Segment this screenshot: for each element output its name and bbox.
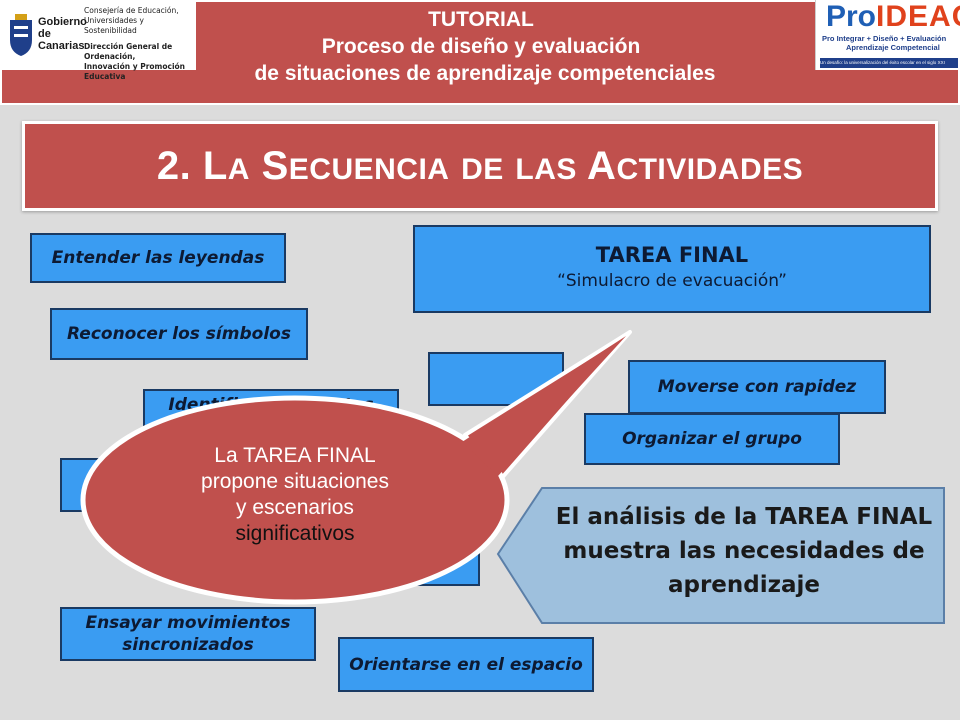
- callout-line-2: propone situaciones: [201, 470, 389, 493]
- logo-tagline-2: Aprendizaje Competencial: [846, 43, 940, 52]
- callout-line-1: La TAREA FINAL: [214, 444, 376, 467]
- analysis-line-1: El análisis de la TAREA FINAL: [555, 504, 933, 530]
- title-w5-rest: ctividades: [616, 152, 804, 186]
- activity-ensayar-movimientos: Ensayar movimientos sincronizados: [60, 607, 316, 661]
- section-title-box: 2. La Secuencia de las Actividades: [22, 121, 938, 211]
- title-w2-first: S: [261, 143, 289, 188]
- coat-of-arms-icon: [10, 14, 32, 56]
- dept-line-4: Innovación y Promoción Educativa: [84, 62, 186, 81]
- activity-blank-box: [428, 352, 564, 406]
- brand-name: Gobierno de Canarias: [38, 16, 87, 52]
- callout-text: La TAREA FINAL propone situaciones y esc…: [120, 443, 470, 547]
- header-title-3: de situaciones de aprendizaje competenci…: [254, 62, 716, 85]
- header-title-1: TUTORIAL: [428, 8, 534, 31]
- final-task-box: TAREA FINAL “Simulacro de evacuación”: [413, 225, 931, 313]
- final-task-subtitle: “Simulacro de evacuación”: [557, 271, 787, 291]
- dept-line-3: Dirección General de Ordenación,: [84, 42, 173, 61]
- activity-reconocer-simbolos: Reconocer los símbolos: [50, 308, 308, 360]
- title-w3: de: [461, 152, 504, 186]
- dept-line-2: Universidades y Sostenibilidad: [84, 16, 144, 35]
- title-w1-first: L: [202, 143, 228, 188]
- final-task-title: TAREA FINAL: [595, 243, 749, 267]
- activity-organizar-grupo: Organizar el grupo: [584, 413, 840, 465]
- title-w4: las: [515, 152, 577, 186]
- title-w5-first: A: [587, 143, 617, 188]
- activity-entender-leyendas: Entender las leyendas: [30, 233, 286, 283]
- logo-pro: Pro: [826, 0, 877, 33]
- proideac-logo: ProIDEAC Pro Integrar + Diseño + Evaluac…: [815, 0, 960, 70]
- analysis-text: El análisis de la TAREA FINAL muestra la…: [544, 500, 944, 602]
- analysis-arrow-shape: [496, 487, 945, 624]
- activity-orientarse-espacio: Orientarse en el espacio: [338, 637, 594, 692]
- logo-footer: Un desafío: la universalización del éxit…: [820, 60, 945, 65]
- callout-line-4: significativos: [235, 522, 355, 545]
- title-num: 2.: [156, 143, 192, 188]
- analysis-line-2: muestra las necesidades de: [563, 538, 925, 564]
- header-title-2: Proceso de diseño y evaluación: [321, 35, 641, 58]
- section-title: 2. La Secuencia de las Actividades: [157, 144, 803, 189]
- title-w1-rest: a: [227, 152, 250, 186]
- gobierno-canarias-logo: Gobierno de Canarias Consejería de Educa…: [0, 0, 196, 81]
- analysis-line-3: aprendizaje: [667, 572, 821, 598]
- dept-line-1: Consejería de Educación,: [84, 6, 179, 15]
- title-w2-rest: ecuencia: [288, 152, 450, 186]
- callout-bubble-shape: [80, 330, 632, 605]
- activity-moverse-rapidez: Moverse con rapidez: [628, 360, 886, 414]
- logo-ideac: IDEAC: [876, 0, 960, 33]
- callout-line-3: y escenarios: [236, 496, 354, 519]
- logo-tagline-1: Pro Integrar + Diseño + Evaluación: [822, 34, 947, 43]
